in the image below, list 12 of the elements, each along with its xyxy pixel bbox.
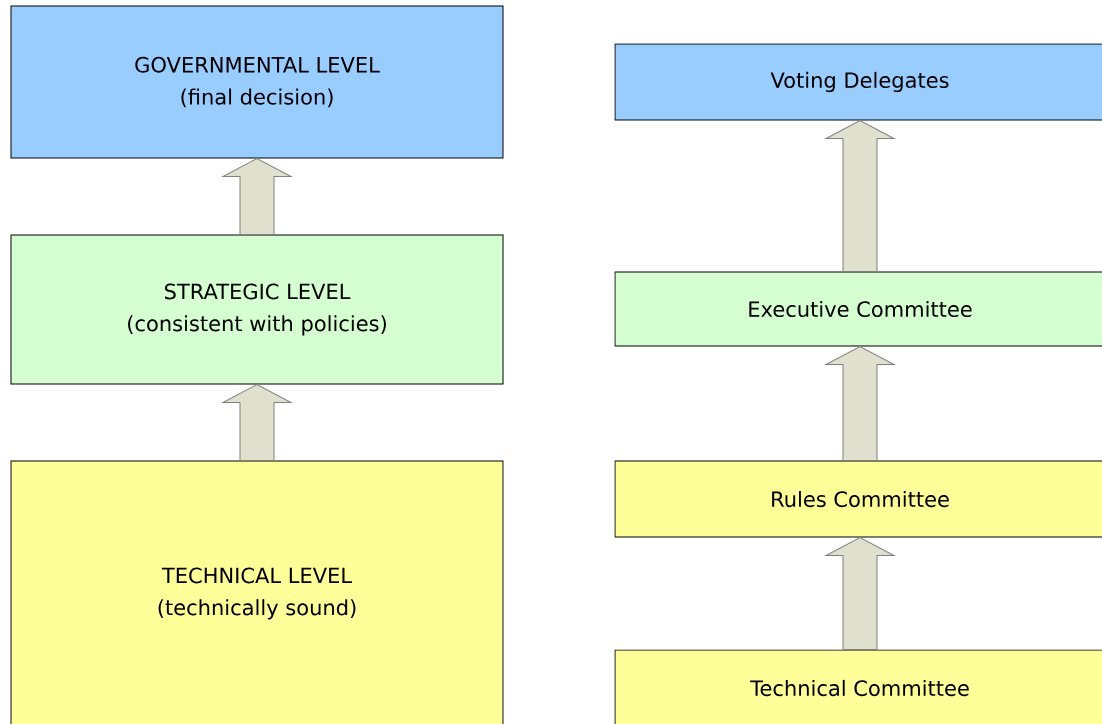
level-box: TECHNICAL LEVEL (technically sound) [10,460,504,724]
block-arrow [825,346,895,461]
level-box: Rules Committee [614,460,1102,538]
block-arrow [825,120,895,272]
block-arrow [222,384,292,461]
level-box: Technical Committee [614,649,1102,724]
block-arrow [222,158,292,235]
level-box: STRATEGIC LEVEL (consistent with policies) [10,234,504,385]
level-box: Executive Committee [614,271,1102,347]
level-box: Voting Delegates [614,43,1102,121]
level-box: GOVERNMENTAL LEVEL (final decision) [10,5,504,159]
block-arrow [825,537,895,650]
